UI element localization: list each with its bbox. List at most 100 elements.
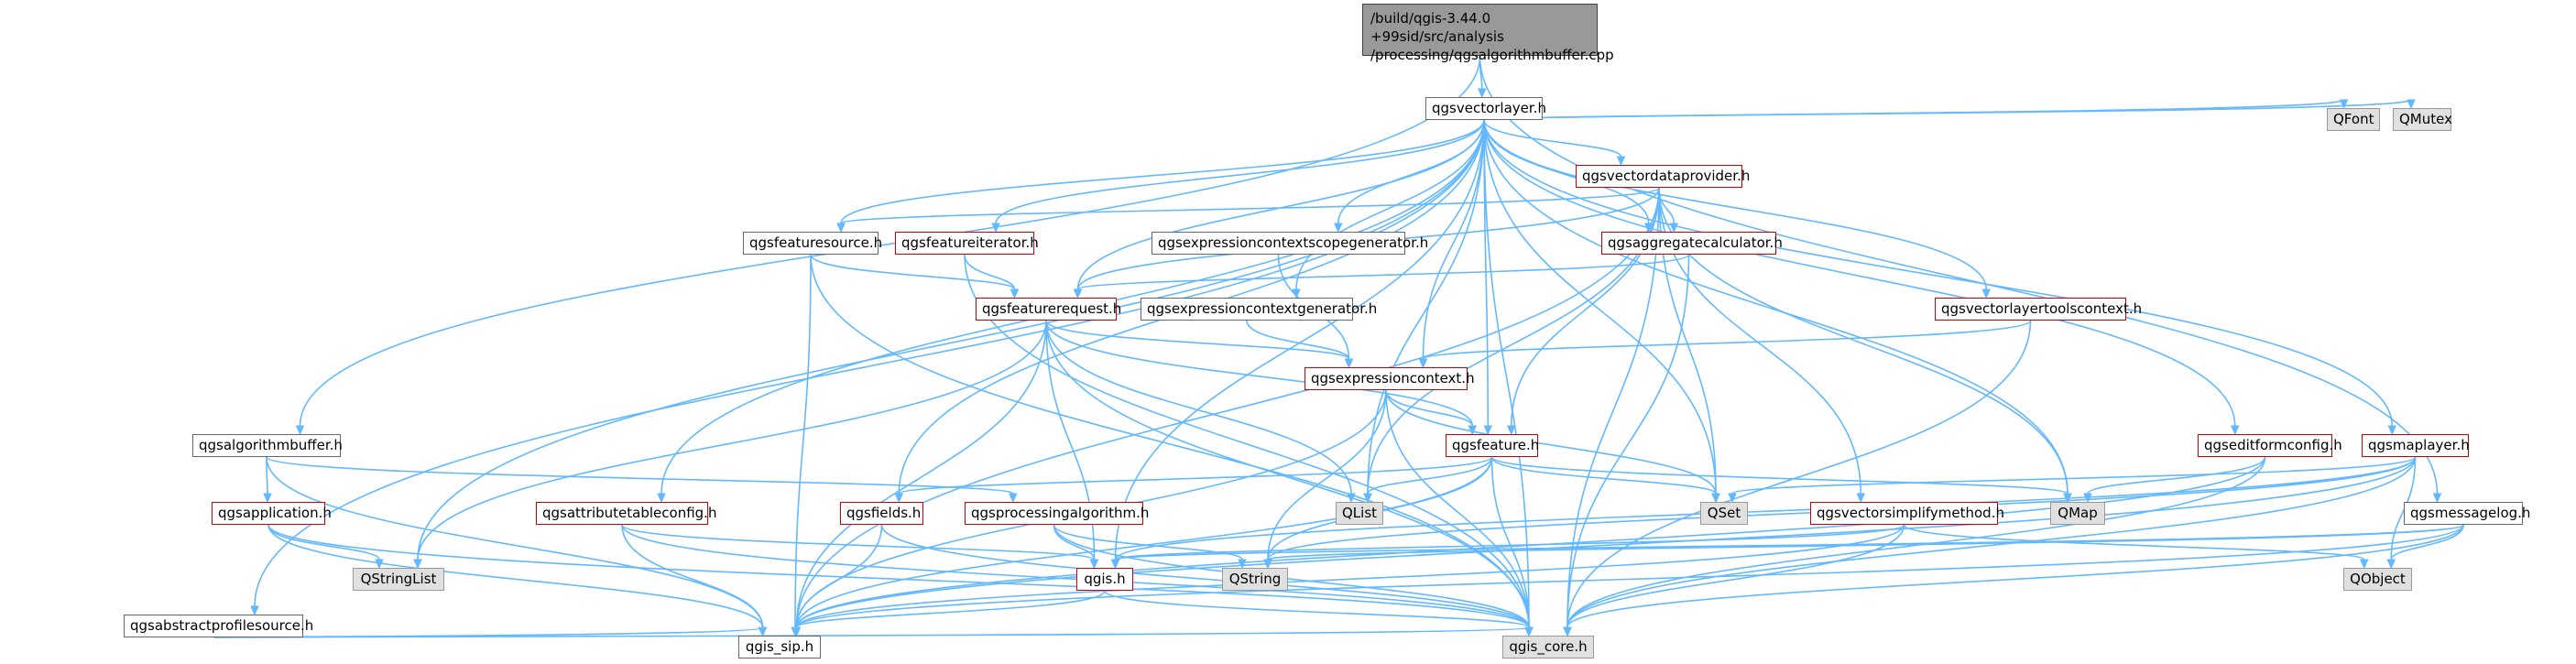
- node-qgsalgorithmbuffer[interactable]: qgsalgorithmbuffer.h: [192, 434, 343, 457]
- edge-qgsalgorithmbuffer-to-qgsprocessingalgorithm: [266, 456, 1014, 495]
- edge-qgsvectorlayer-to-qstringlist: [417, 119, 1485, 561]
- edge-qgis-to-qgis_sip: [795, 590, 1106, 628]
- edge-qgsvectorsimplifymethod-to-qgis: [1114, 524, 1905, 561]
- node-qgsattributetableconfig[interactable]: qgsattributetableconfig.h: [536, 502, 716, 525]
- node-qobject[interactable]: QObject: [2343, 568, 2412, 591]
- edge-qgsaggregatecalculator-to-qgsfeaturerequest: [1076, 254, 1690, 290]
- edge-qgsfeaturerequest-to-qlist: [1045, 320, 1352, 495]
- node-qgsprocessingalgorithm[interactable]: qgsprocessingalgorithm.h: [965, 502, 1149, 525]
- arrowhead-qgsvectordataprovider-to-qgsfeaturesource: [836, 223, 846, 234]
- node-qgsfeaturesource[interactable]: qgsfeaturesource.h: [743, 232, 882, 255]
- node-qgsmessagelog[interactable]: qgsmessagelog.h: [2404, 502, 2530, 525]
- node-qgsapplication[interactable]: qgsapplication.h: [212, 502, 332, 525]
- edge-qgsattributetableconfig-to-qgis_core: [621, 524, 1530, 628]
- edge-qgsvectorsimplifymethod-to-qobject: [1903, 524, 2365, 561]
- node-qgsmaplayer[interactable]: qgsmaplayer.h: [2362, 434, 2470, 457]
- edge-qgsvectorlayertoolscontext-to-qgis_core: [1566, 320, 2032, 628]
- node-qgsvectorlayertoolscontext[interactable]: qgsvectorlayertoolscontext.h: [1935, 298, 2142, 321]
- edge-qgsexpressioncontext-to-qgis_core: [1385, 389, 1530, 628]
- node-qgsfeature[interactable]: qgsfeature.h: [1446, 434, 1539, 457]
- node-qstringlist[interactable]: QStringList: [353, 568, 444, 591]
- node-qgsabstractprofilesource[interactable]: qgsabstractprofilesource.h: [124, 615, 313, 637]
- arrowhead-qgsvectorlayertoolscontext-to-qgsexpressioncontext: [1418, 358, 1428, 369]
- edge-qgsmaplayer-to-qgis_sip: [795, 456, 2417, 628]
- edge-root-to-qgsmessagelog: [1479, 55, 2439, 495]
- edge-root-to-qgsalgorithmbuffer: [299, 55, 1481, 427]
- edge-qgsalgorithmbuffer-to-qgis_sip: [266, 456, 764, 628]
- node-qgis-sip[interactable]: qgis_sip.h: [738, 636, 821, 659]
- node-qfont[interactable]: QFont: [2327, 108, 2380, 131]
- node-qgsfeaturerequest[interactable]: qgsfeaturerequest.h: [976, 298, 1121, 321]
- arrowhead-root-to-qgsvectorlayer: [1477, 88, 1487, 99]
- edge-qgseditformconfig-to-qmap: [2087, 456, 2266, 495]
- arrowhead-qgsabstractprofilesource-to-qgis_sip: [758, 626, 768, 637]
- arrowhead-qgsvectorlayer-to-qgsfeature: [1483, 425, 1493, 436]
- node-qgsexpressioncontextgenerator[interactable]: qgsexpressioncontextgenerator.h: [1141, 298, 1377, 321]
- node-qset[interactable]: QSet: [1700, 502, 1748, 525]
- edge-qgsfeaturerequest-to-qgsfeature: [1045, 320, 1474, 427]
- edge-qgsfeature-to-qlist: [1367, 456, 1493, 495]
- node-qgsexpressioncontext[interactable]: qgsexpressioncontext.h: [1304, 367, 1475, 390]
- node-qgsfields[interactable]: qgsfields.h: [840, 502, 923, 525]
- arrowhead-qgsexpressioncontextgenerator-to-qgsexpressioncontext: [1344, 358, 1354, 369]
- node-qgseditformconfig[interactable]: qgseditformconfig.h: [2198, 434, 2342, 457]
- arrowhead-qgsfeature-to-qset: [1711, 493, 1720, 504]
- edge-qgsvectorlayer-to-qlist: [1367, 119, 1485, 495]
- arrowhead-qgsvectordataprovider-to-qgsaggregatecalculator: [1669, 223, 1679, 234]
- arrowhead-qgsvectorlayer-to-qgseditformconfig: [2230, 425, 2240, 436]
- arrowhead-qgsvectorlayer-to-qmutex: [2407, 99, 2416, 110]
- edge-qgsvectordataprovider-to-qgis_sip: [795, 187, 1660, 628]
- edge-qgsfeature-to-qgsfields: [898, 456, 1493, 495]
- edge-qgsmessagelog-to-qgis_sip: [795, 524, 2464, 628]
- edge-qgsexpressioncontext-to-qstring: [1267, 389, 1387, 561]
- arrowhead-qgsprocessingalgorithm-to-qgis: [1089, 559, 1099, 570]
- edge-qgsvectorlayer-to-qgseditformconfig: [1483, 119, 2236, 427]
- node-qgis[interactable]: qgis.h: [1076, 568, 1133, 591]
- edge-qgis-to-qgis_core: [1104, 590, 1530, 628]
- node-qgis-core[interactable]: qgis_core.h: [1502, 636, 1594, 659]
- edge-qgsattributetableconfig-to-qgis_sip: [621, 524, 764, 628]
- node-qgsexpressioncontextscopegenerator[interactable]: qgsexpressioncontextscopegenerator.h: [1152, 232, 1428, 255]
- arrowhead-qgsvectorlayer-to-qgsattributetableconfig: [657, 493, 666, 504]
- arrowhead-qgsfeaturerequest-to-qstringlist: [413, 559, 422, 570]
- arrowhead-root-to-qgsalgorithmbuffer: [295, 425, 305, 436]
- edge-qgsfeaturesource-to-qgis_sip: [794, 254, 812, 628]
- edge-qgsexpressioncontext-to-qset: [1385, 389, 1717, 495]
- node-qgsvectorsimplifymethod[interactable]: qgsvectorsimplifymethod.h: [1810, 502, 2004, 525]
- edge-qgsprocessingalgorithm-to-qstring: [1053, 524, 1243, 561]
- edge-qgsmaplayer-to-qgis_core: [1566, 456, 2417, 628]
- node-qgsfeatureiterator[interactable]: qgsfeatureiterator.h: [895, 232, 1039, 255]
- node-qgsvectorlayer[interactable]: qgsvectorlayer.h: [1425, 97, 1546, 120]
- node-qlist[interactable]: QList: [1336, 502, 1383, 525]
- edge-qgsmessagelog-to-qobject: [2390, 524, 2464, 561]
- edge-qgsvectorlayer-to-qgsfeaturesource: [840, 119, 1485, 224]
- edge-qgsvectordataprovider-to-qgsfeature: [1510, 187, 1660, 427]
- node-qgsaggregatecalculator[interactable]: qgsaggregatecalculator.h: [1601, 232, 1783, 255]
- node-root-file[interactable]: /build/qgis-3.44.0 +99sid/src/analysis /…: [1362, 4, 1614, 63]
- node-qmap[interactable]: QMap: [2050, 502, 2105, 525]
- arrowhead-qgsvectorlayer-to-qgsmaplayer: [2387, 425, 2397, 436]
- node-qstring[interactable]: QString: [1222, 568, 1288, 591]
- arrowhead-qgsvectorlayer-to-qgsvectordataprovider: [1616, 156, 1626, 167]
- root-line-2: +99sid/src/analysis: [1370, 28, 1504, 45]
- edge-qgsvectorlayer-to-qgsvectorlayertoolscontext: [1483, 119, 1988, 290]
- node-qgsvectordataprovider[interactable]: qgsvectordataprovider.h: [1576, 165, 1750, 188]
- root-line-1: /build/qgis-3.44.0: [1370, 10, 1491, 27]
- edge-qgsmaplayer-to-qset: [1731, 456, 2417, 495]
- node-qmutex[interactable]: QMutex: [2393, 108, 2452, 131]
- edge-qgsvectorlayer-to-qmap: [1483, 119, 2068, 495]
- root-line-3: /processing/qgsalgorithmbuffer.cpp: [1370, 47, 1614, 63]
- edge-qgsmessagelog-to-qgis_core: [1566, 524, 2464, 628]
- arrowhead-qgsvectorlayer-to-qfont: [2339, 99, 2349, 110]
- edge-qgsexpressioncontextgenerator-to-qgsexpressioncontext: [1246, 320, 1350, 360]
- edge-qgsfeaturerequest-to-qstringlist: [417, 320, 1047, 561]
- edge-qgsattributetableconfig-to-qgis: [621, 524, 1096, 561]
- edge-qgsfeaturerequest-to-qgsexpressioncontext: [1045, 320, 1350, 360]
- edge-qgsfeature-to-qmap: [1490, 456, 2068, 495]
- arrowhead-qgsvectordataprovider-to-qgsfeature: [1506, 425, 1516, 436]
- edge-qgsfeature-to-qset: [1490, 456, 1717, 495]
- edge-qgsvectorlayertoolscontext-to-qgsexpressioncontext: [1422, 320, 2032, 360]
- arrowhead-qgsvectorlayer-to-qgsfeatureiterator: [991, 223, 1000, 234]
